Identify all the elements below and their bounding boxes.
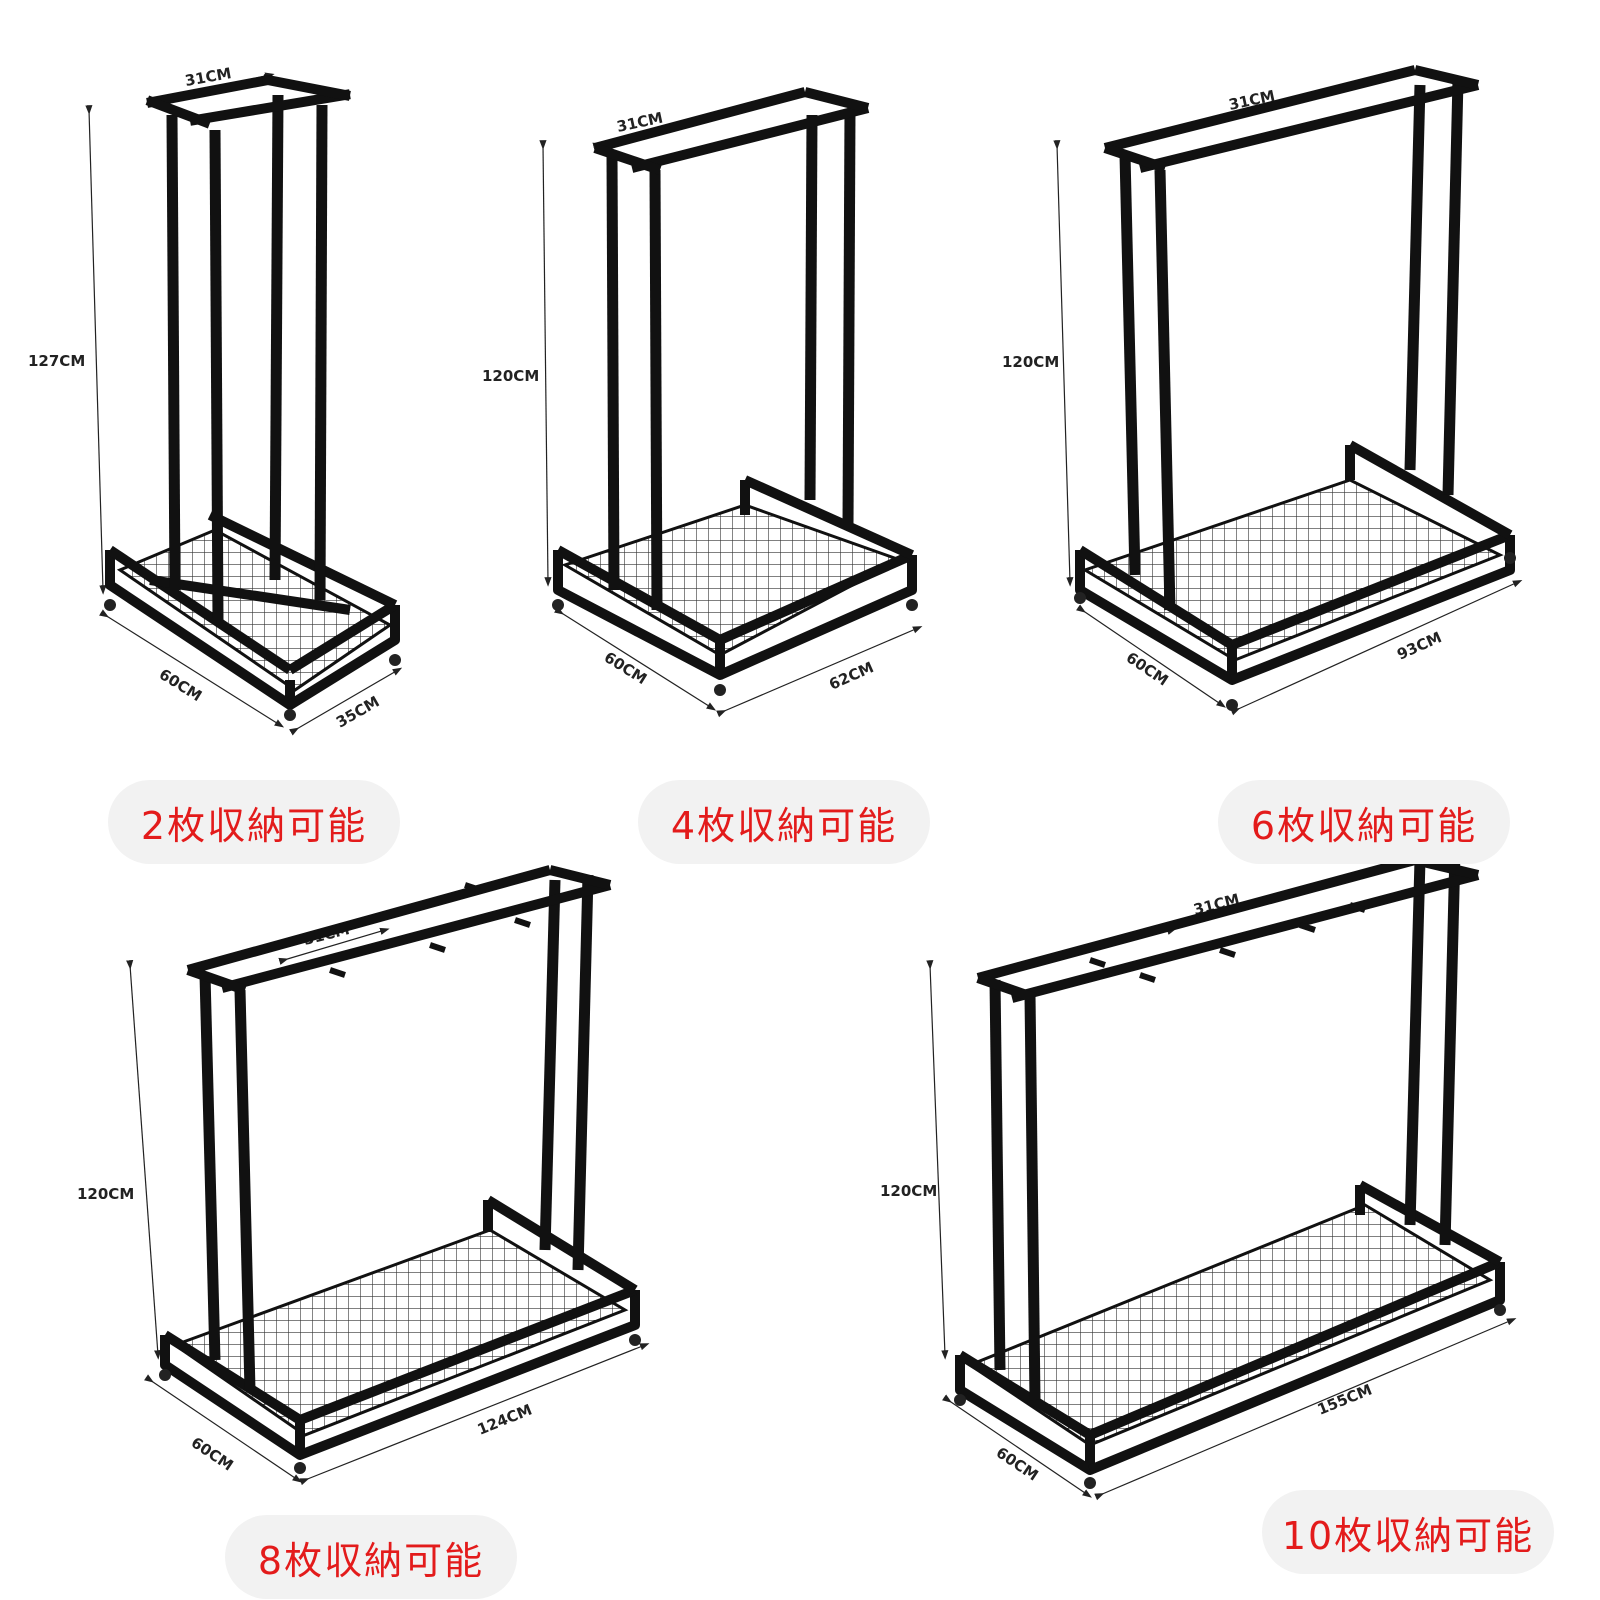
rack-6-width-label: 93CM xyxy=(1394,628,1444,663)
rack-10-depth-label: 60CM xyxy=(993,1443,1042,1484)
rack-8-capacity-label: 8枚収納可能 xyxy=(225,1515,517,1599)
rack-8-depth-label: 60CM xyxy=(188,1433,237,1474)
rack-6-height-label: 120CM xyxy=(1002,353,1059,371)
rack-4-capacity-label: 4枚収納可能 xyxy=(638,780,930,864)
rack-2: 127CM 31CM xyxy=(28,64,403,736)
rack-2-height-label: 127CM xyxy=(28,352,85,370)
rack-10: 120CM 31CM xyxy=(880,851,1517,1501)
rack-6: 120CM 31CM 60CM 93CM xyxy=(1002,65,1523,716)
rack-2-depth-label: 60CM xyxy=(156,665,205,705)
rack-10-width-label: 155CM xyxy=(1315,1381,1375,1419)
rack-10-height-label: 120CM xyxy=(880,1182,937,1200)
rack-4-height-label: 120CM xyxy=(482,367,539,385)
rack-10-capacity-label: 10枚収納可能 xyxy=(1262,1490,1554,1574)
rack-4-depth-label: 60CM xyxy=(601,648,650,688)
rack-6-capacity-label: 6枚収納可能 xyxy=(1218,780,1510,864)
rack-8: 120CM 31CM xyxy=(77,865,650,1486)
rack-4: 120CM 31CM 60CM 62CM xyxy=(482,87,923,718)
rack-8-width-label: 124CM xyxy=(475,1401,535,1439)
rack-2-capacity-label: 2枚収納可能 xyxy=(108,780,400,864)
rack-8-height-label: 120CM xyxy=(77,1185,134,1203)
rack-2-width-label: 35CM xyxy=(333,692,383,731)
